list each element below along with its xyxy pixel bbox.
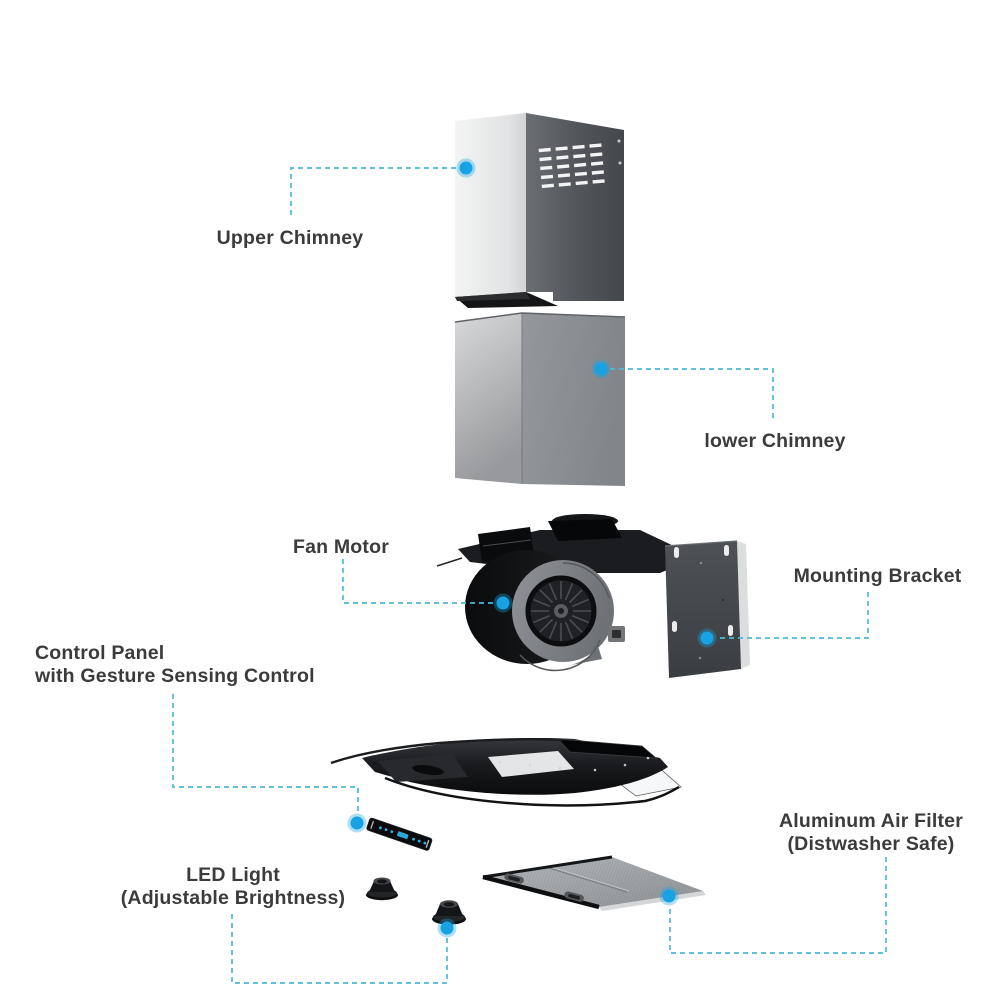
label-aluminum-air-filter: Aluminum Air Filter (Distwasher Safe) — [741, 810, 1000, 856]
label-aluminum-air-filter-line1: Aluminum Air Filter — [778, 810, 963, 832]
label-mounting-bracket: Mounting Bracket — [755, 565, 1000, 588]
filter-handle-1 — [504, 873, 524, 884]
callout-line-air-filter — [669, 857, 887, 954]
upper-chimney — [455, 113, 624, 308]
label-fan-motor: Fan Motor — [231, 536, 451, 559]
label-aluminum-air-filter-line2: (Distwasher Safe) — [787, 833, 955, 855]
hood-body — [330, 738, 682, 807]
label-upper-chimney: Upper Chimney — [180, 227, 400, 250]
keyhole-slots — [672, 545, 733, 636]
fan-motor — [436, 514, 697, 672]
label-upper-chimney-text: Upper Chimney — [216, 227, 364, 249]
label-control-panel: Control Panel with Gesture Sensing Contr… — [35, 642, 315, 688]
label-control-panel-line1: Control Panel — [35, 642, 165, 664]
callouts — [172, 158, 887, 984]
led-light-1 — [366, 877, 398, 901]
control-panel-strip — [366, 817, 433, 851]
vent-slots — [538, 143, 605, 189]
led-light-2 — [432, 900, 466, 925]
callout-line-lower-chimney — [610, 368, 774, 418]
callout-line-control-panel — [172, 694, 359, 814]
filter-handle-2 — [564, 891, 584, 902]
label-fan-motor-text: Fan Motor — [292, 536, 390, 558]
air-filter — [482, 855, 706, 911]
callout-dot-mounting-bracket — [700, 631, 714, 645]
label-led-light-line1: LED Light — [186, 864, 280, 886]
fan-blades — [531, 581, 591, 641]
label-led-light-line2: (Adjustable Brightness) — [120, 887, 346, 909]
rim-screws — [498, 756, 650, 772]
label-mounting-bracket-text: Mounting Bracket — [793, 565, 962, 587]
callout-dot-control-panel — [350, 816, 364, 830]
control-panel-buttons — [379, 826, 427, 845]
callout-line-mounting-bracket — [716, 592, 869, 639]
callout-line-fan-motor — [342, 559, 495, 604]
label-lower-chimney: lower Chimney — [665, 430, 885, 453]
callout-dot-upper-chimney — [459, 161, 473, 175]
callout-dot-lower-chimney — [594, 362, 608, 376]
label-control-panel-line2: with Gesture Sensing Control — [35, 665, 315, 687]
label-led-light: LED Light (Adjustable Brightness) — [103, 864, 363, 910]
callout-line-led-light — [231, 914, 448, 984]
callout-dot-led-light — [440, 921, 454, 935]
callout-dot-air-filter — [662, 889, 676, 903]
mounting-bracket — [664, 540, 750, 678]
label-lower-chimney-text: lower Chimney — [704, 430, 846, 452]
lower-chimney — [454, 312, 626, 486]
callout-line-upper-chimney — [290, 167, 457, 215]
callout-dot-fan-motor — [496, 596, 510, 610]
